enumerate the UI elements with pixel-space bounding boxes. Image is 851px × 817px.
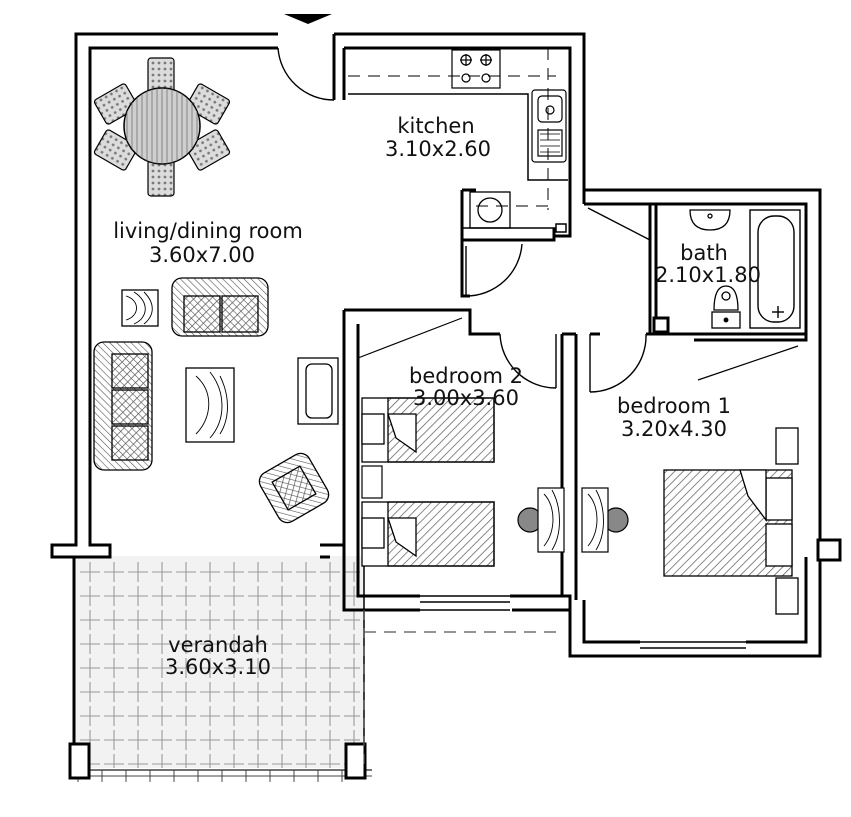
wardrobe-icon — [357, 317, 799, 381]
bath-size: 2.10x1.80 — [655, 263, 761, 287]
door-swing-icon — [277, 34, 651, 393]
washing-machine-icon — [469, 191, 511, 229]
bath-name: bath — [680, 241, 728, 265]
verandah-post-left — [68, 742, 91, 780]
bed-icon — [361, 397, 495, 567]
double-bed-icon — [663, 427, 799, 615]
bedroom2-size: 3.00x3.60 — [413, 386, 519, 410]
bedroom1-name: bedroom 1 — [617, 394, 731, 418]
tv-icon — [297, 357, 339, 425]
verandah-name: verandah — [168, 633, 268, 657]
windows — [420, 538, 842, 657]
nightstand-icon — [361, 465, 383, 499]
entrance-arrow-icon — [284, 14, 332, 24]
living-size: 3.60x7.00 — [149, 243, 255, 267]
living-name: living/dining room — [113, 219, 303, 243]
verandah-post-right — [344, 742, 367, 780]
room-labels: kitchen 3.10x2.60 living/dining room 3.6… — [113, 114, 761, 679]
side-table-icon — [121, 289, 159, 327]
armchair-icon — [258, 452, 330, 524]
washbasin-icon — [689, 209, 731, 231]
plant-icon — [517, 487, 629, 553]
bedroom1-size: 3.20x4.30 — [621, 417, 727, 441]
sink-icon — [531, 89, 567, 163]
kitchen-size: 3.10x2.60 — [385, 137, 491, 161]
verandah-size: 3.60x3.10 — [165, 655, 271, 679]
verandah — [68, 556, 372, 782]
dining-table-icon — [93, 57, 231, 197]
bedroom2-name: bedroom 2 — [409, 364, 523, 388]
bathtub-icon — [749, 209, 801, 329]
sofa-icon — [93, 277, 269, 471]
kitchen-name: kitchen — [397, 114, 474, 138]
coffee-table-icon — [185, 367, 235, 443]
stove-icon — [451, 49, 501, 89]
toilet-icon — [711, 285, 741, 329]
